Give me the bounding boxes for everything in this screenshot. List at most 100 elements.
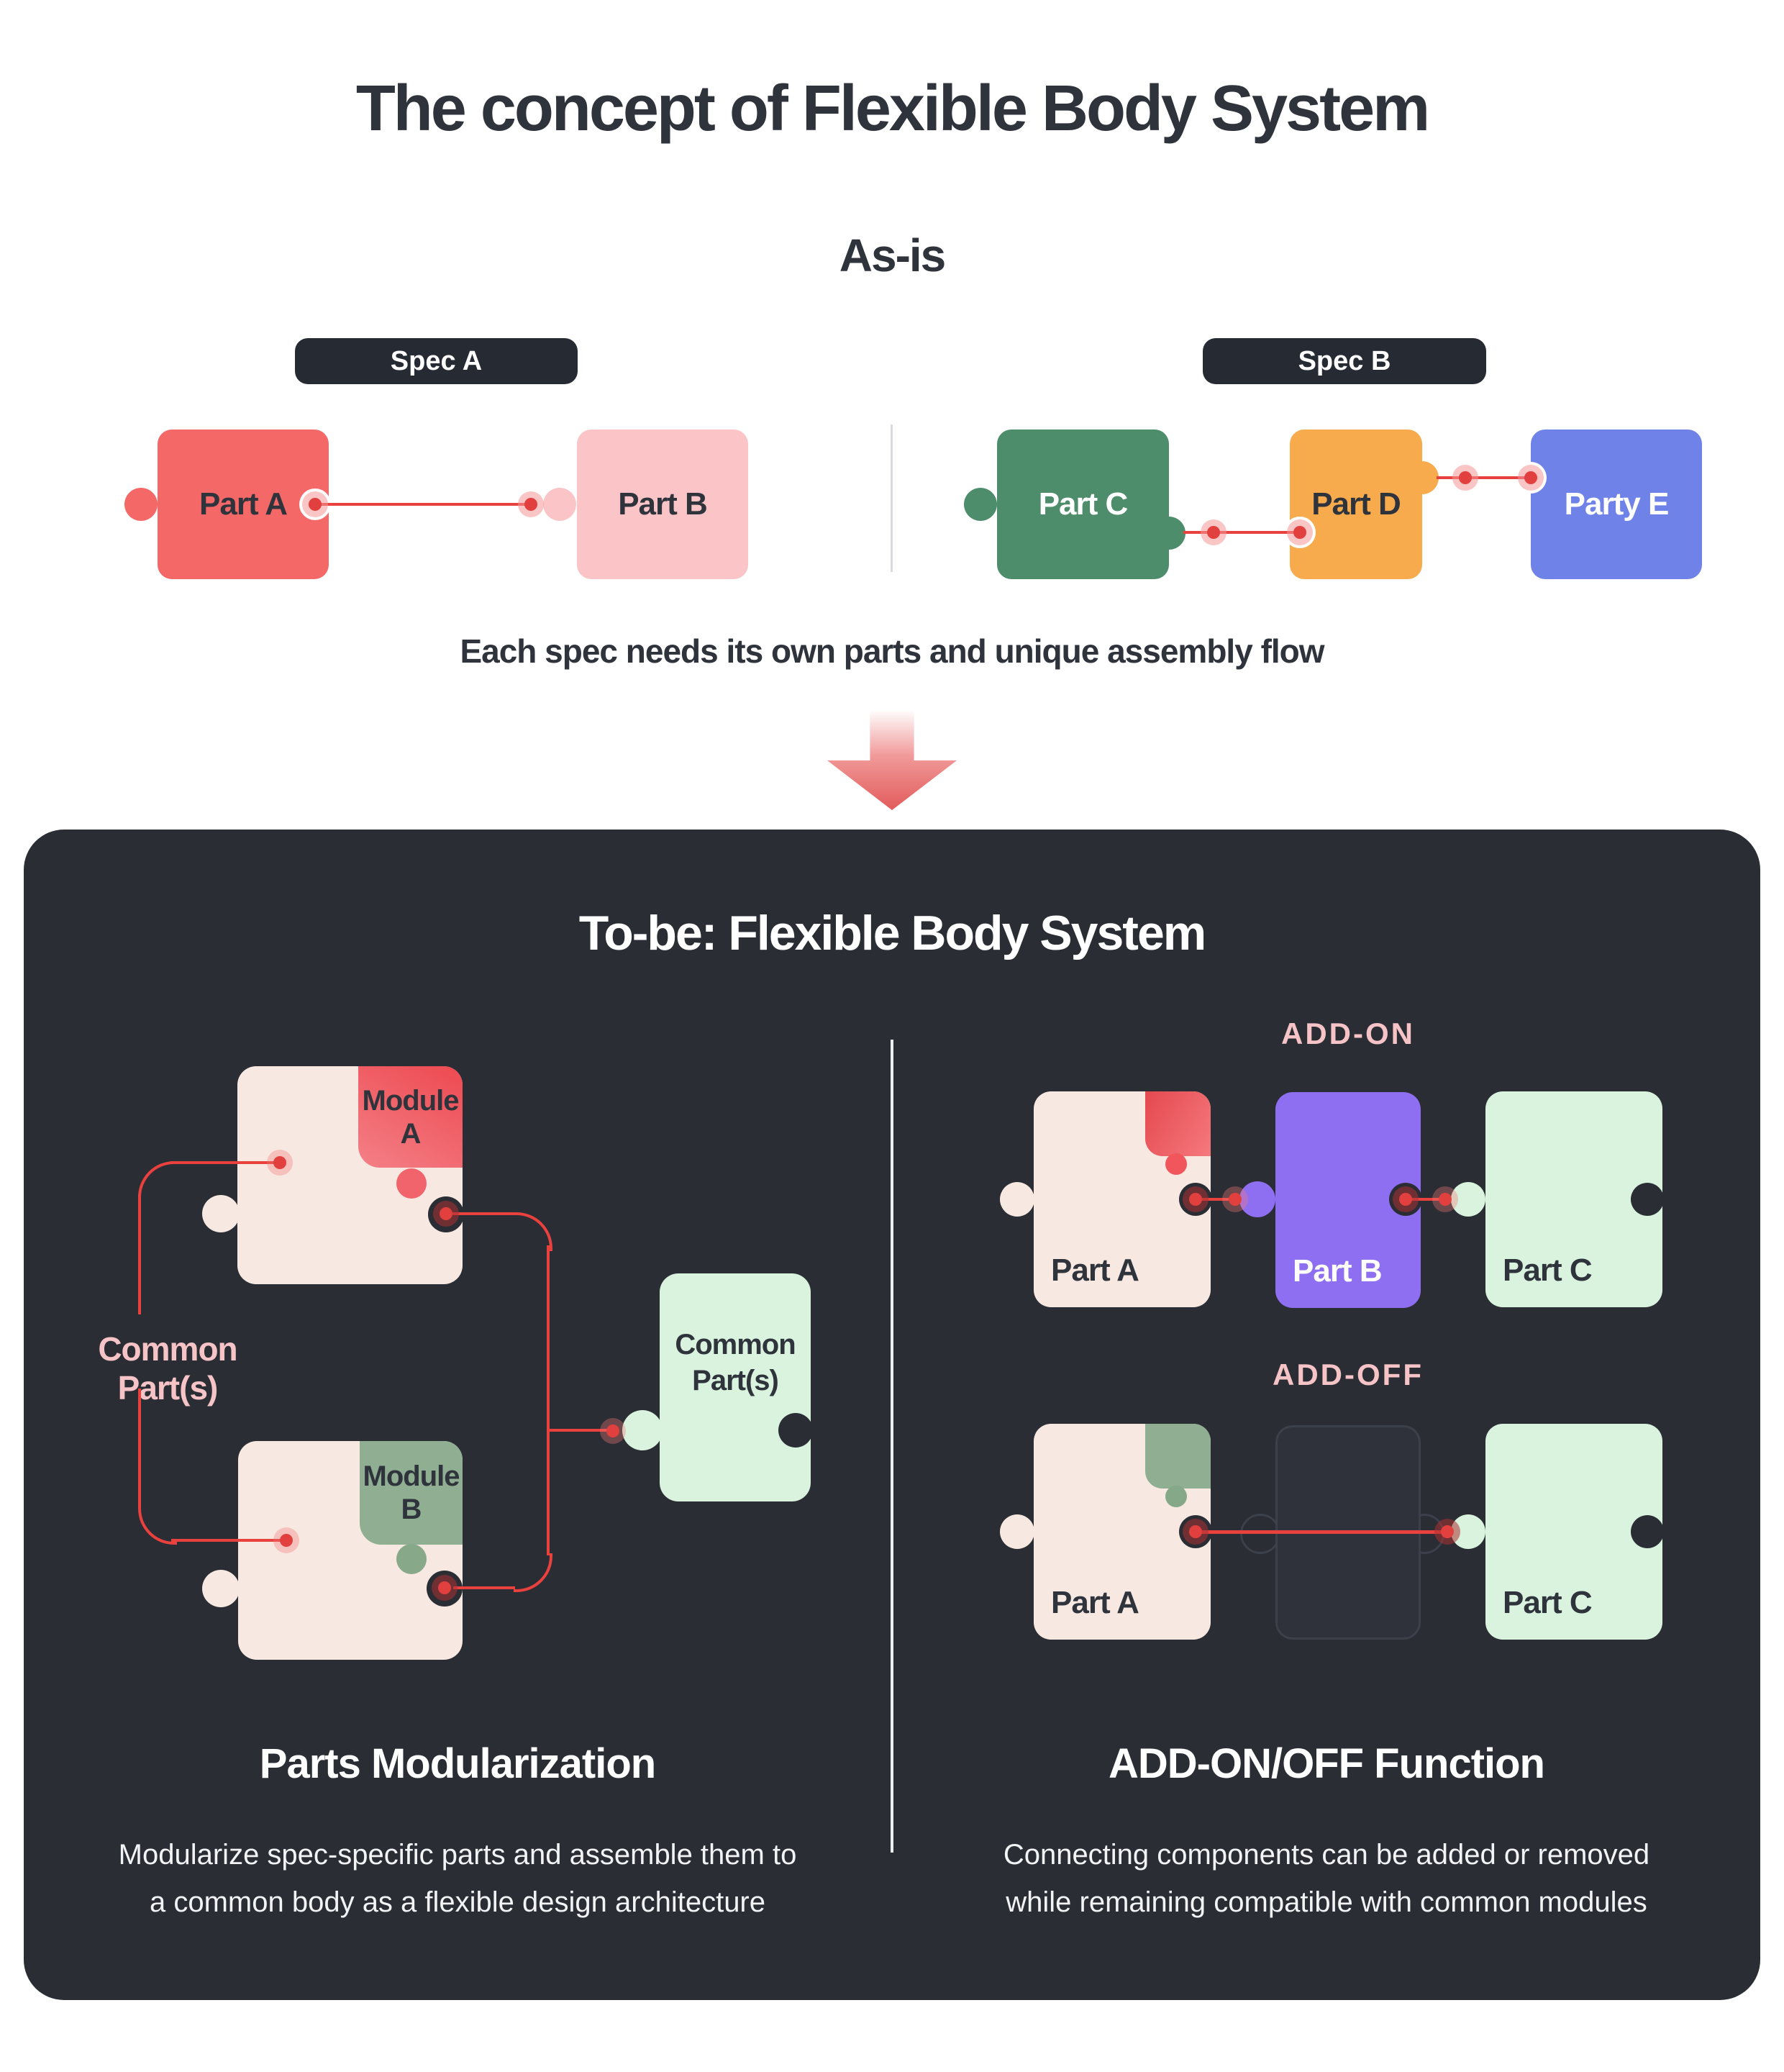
modularization-heading: Parts Modularization [259, 1740, 656, 1787]
piece-addon-part-c: Part C [1451, 1091, 1664, 1307]
connector-line [1183, 531, 1300, 534]
puzzle-bump [1152, 517, 1185, 550]
module-b-label-line2: B [401, 1494, 422, 1525]
spec-a-badge: Spec A [295, 338, 578, 384]
connector-dot [273, 1156, 286, 1169]
piece-spec-b-part-c: Part C [964, 430, 1185, 579]
connector-line [547, 1245, 550, 1555]
modularization-description: Modularize spec-specific parts and assem… [62, 1831, 853, 1926]
piece-label: Part B [618, 486, 708, 522]
connector-line [315, 503, 531, 506]
puzzle-bump [124, 488, 158, 521]
puzzle-bump [1000, 1182, 1034, 1217]
addon-red-tab [1145, 1091, 1211, 1156]
connector-dot [1441, 1525, 1454, 1538]
puzzle-bump [964, 488, 997, 521]
add-on-label: ADD-ON [1281, 1017, 1415, 1050]
connector-dot [438, 1581, 451, 1594]
connector-line [1196, 1198, 1235, 1201]
piece-label: Part B [1293, 1253, 1383, 1289]
puzzle-bump [396, 1168, 427, 1199]
puzzle-socket [778, 1413, 813, 1448]
connector-line [138, 1389, 141, 1509]
modularization-description-line2: a common body as a flexible design archi… [149, 1886, 765, 1918]
connector-dot [1293, 526, 1306, 539]
piece-label: Part A [1051, 1585, 1139, 1620]
piece-spec-b-part-d: Part D [1284, 430, 1439, 579]
panel-divider [891, 1040, 893, 1853]
puzzle-bump [1165, 1486, 1187, 1507]
piece-label: Party E [1564, 486, 1670, 522]
connector-dot [1189, 1525, 1202, 1538]
module-a-label-line1: Module [362, 1084, 460, 1117]
addon-description-line2: while remaining compatible with common m… [1006, 1886, 1647, 1918]
ghost-puzzle-bump [1240, 1514, 1280, 1554]
common-parts-label: Common Part(s) [98, 1330, 237, 1407]
puzzle-bump [396, 1544, 427, 1574]
modularization-description-line1: Modularize spec-specific parts and assem… [118, 1839, 797, 1871]
puzzle-bump [202, 1570, 240, 1607]
module-b-label-line1: Module [363, 1460, 460, 1492]
addon-function-description: Connecting components can be added or re… [931, 1831, 1722, 1926]
connector-dot [1459, 471, 1472, 484]
piece-label: Part D [1311, 486, 1401, 522]
connector-dot [1189, 1193, 1202, 1206]
puzzle-bump [1406, 461, 1439, 494]
connector-dot [606, 1424, 619, 1437]
puzzle-bump [202, 1195, 240, 1232]
puzzle-bump [1239, 1181, 1275, 1217]
module-a-label-line2: A [400, 1117, 422, 1150]
connector-dot [1399, 1193, 1412, 1206]
down-arrow-icon [827, 711, 957, 810]
spec-b-badge: Spec B [1203, 338, 1486, 384]
addoff-green-tab [1145, 1424, 1211, 1489]
piece-spec-a-part-b: Part B [543, 430, 748, 579]
piece-spec-b-party-e: Party E [1515, 430, 1702, 579]
connector-dot [1229, 1193, 1242, 1206]
connector-dot [309, 498, 322, 511]
connector-dot [280, 1534, 293, 1547]
spec-a-badge-label: Spec A [390, 345, 483, 376]
piece-addon-part-a: Part A [1000, 1091, 1212, 1307]
piece-spec-a-part-a: Part A [124, 430, 331, 579]
addon-function-heading: ADD-ON/OFF Function [1108, 1740, 1545, 1787]
puzzle-socket [1631, 1515, 1664, 1548]
piece-addon-part-b: Part B [1239, 1092, 1422, 1308]
as-is-divider [891, 424, 893, 572]
to-be-heading: To-be: Flexible Body System [578, 906, 1206, 960]
spec-b-badge-label: Spec B [1298, 345, 1391, 376]
puzzle-socket [1631, 1183, 1664, 1216]
puzzle-bump [1451, 1514, 1485, 1549]
piece-addoff-part-a: Part A [1000, 1424, 1212, 1640]
add-off-label: ADD-OFF [1273, 1358, 1424, 1391]
puzzle-bump [1165, 1153, 1187, 1175]
page-title: The concept of Flexible Body System [355, 73, 1430, 145]
connector-line [1437, 476, 1531, 479]
piece-addoff-part-c: Part C [1451, 1424, 1664, 1640]
piece-module-a-body: Module A [202, 1066, 464, 1284]
piece-common-parts: Common Part(s) [622, 1273, 813, 1501]
piece-label: Part C [1038, 486, 1129, 522]
piece-label: Part A [1051, 1253, 1139, 1288]
connector-line [446, 1212, 516, 1215]
common-piece-line1: Common [675, 1328, 796, 1360]
common-piece-line2: Part(s) [692, 1364, 779, 1396]
connector-dot [1439, 1193, 1452, 1206]
connector-line [138, 1194, 141, 1314]
module-b-tab: Module B [360, 1441, 463, 1545]
puzzle-bump [543, 488, 576, 521]
connector-line [1406, 1198, 1445, 1201]
connector-dot [440, 1207, 452, 1220]
piece-label: Part C [1503, 1253, 1593, 1288]
connector-dot [1207, 526, 1220, 539]
module-a-tab: Module A [358, 1066, 463, 1168]
puzzle-bump [1451, 1182, 1485, 1217]
piece-label: Common Part(s) [660, 1273, 811, 1501]
as-is-heading: As-is [839, 230, 947, 281]
connector-dot [524, 498, 537, 511]
piece-label: Part A [199, 486, 288, 522]
connector-line [453, 1586, 515, 1589]
connector-line [171, 1539, 286, 1542]
connector-line [1196, 1530, 1447, 1534]
connector-dot [1524, 471, 1537, 484]
